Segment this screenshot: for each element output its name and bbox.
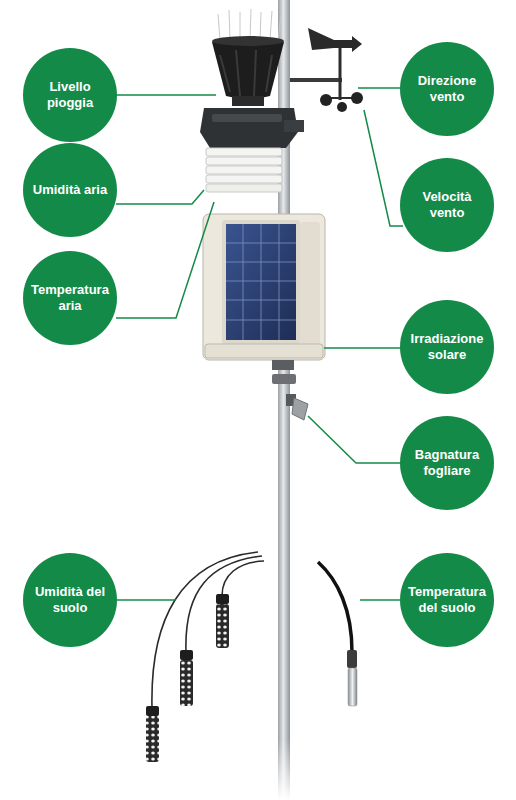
soil-temperature-probe <box>348 668 357 706</box>
sensor-bracket <box>200 108 298 148</box>
label-circle: Temperatura aria <box>23 251 117 345</box>
bird-spikes <box>218 9 281 40</box>
cell-line <box>226 281 296 282</box>
wind-vane <box>308 28 356 50</box>
soil-moisture-probe <box>180 660 193 706</box>
leader-line <box>360 599 401 601</box>
cell-line <box>279 224 280 340</box>
spike <box>218 14 220 40</box>
shield-plate <box>206 175 282 183</box>
rain-gauge-funnel <box>212 38 284 99</box>
shield-plate <box>206 148 282 156</box>
funnel-ribs <box>220 50 272 96</box>
vane-tip <box>352 36 362 52</box>
label-circle: Direzione vento <box>400 42 494 136</box>
anemometer-arm <box>290 78 342 82</box>
label-circle: Umidità del suolo <box>23 553 117 647</box>
label-circle: Livello pioggia <box>23 48 117 142</box>
label-circle: Velocità vento <box>400 158 494 252</box>
leaf-wetness-sensor <box>292 398 308 420</box>
spike <box>250 9 251 40</box>
leader-line <box>324 347 401 349</box>
panel-frame <box>222 220 300 344</box>
funnel-rim <box>212 36 284 46</box>
spike <box>278 15 281 40</box>
mast-fade <box>276 560 292 800</box>
bracket-clamp <box>284 120 304 132</box>
leader-line <box>116 599 176 601</box>
label-text: Umidità aria <box>29 182 111 198</box>
label-text: Direzione vento <box>406 73 488 104</box>
panel-cells <box>226 224 296 340</box>
spike <box>229 10 230 40</box>
label-text: Bagnatura fogliare <box>406 447 488 478</box>
label-circle: Umidità aria <box>23 143 117 237</box>
bracket-detail <box>212 114 282 122</box>
leader-line <box>358 87 401 89</box>
probe-cable <box>222 561 264 596</box>
mount-clamp <box>272 360 294 370</box>
leader-line <box>116 94 216 96</box>
cell-line <box>226 300 296 301</box>
label-circle: Irradiazione solare <box>400 300 494 394</box>
label-text: Livello pioggia <box>29 79 111 110</box>
enclosure-side <box>300 222 320 352</box>
probe-cap <box>146 706 159 716</box>
cell-line <box>226 320 296 321</box>
probe-cables <box>152 552 264 708</box>
anemometer-cup <box>351 92 363 104</box>
probe-cap <box>180 650 193 660</box>
solar-panel <box>226 224 296 340</box>
leader-line <box>116 202 214 318</box>
radiation-shield <box>206 148 282 192</box>
leader-lines <box>116 88 403 600</box>
spike <box>240 12 241 40</box>
leader-line <box>364 110 403 226</box>
leader-line <box>116 190 204 204</box>
spike <box>270 11 272 40</box>
pole-clamp <box>272 374 296 384</box>
leader-line <box>308 416 401 463</box>
anemometer-cup <box>337 102 347 112</box>
cell-line <box>226 243 296 244</box>
label-circle: Temperatura del suolo <box>400 553 494 647</box>
label-circle: Bagnatura fogliare <box>400 416 494 510</box>
funnel-neck <box>232 96 264 106</box>
spike <box>260 12 261 40</box>
temp-probe-cable <box>318 562 352 652</box>
anemometer-shaft <box>339 44 342 100</box>
shield-plate <box>206 157 282 165</box>
anemometer-cup <box>320 94 332 106</box>
label-text: Temperatura del suolo <box>406 584 488 615</box>
logger-enclosure <box>203 214 325 360</box>
probe-cable <box>186 556 262 652</box>
soil-moisture-probe <box>146 716 159 762</box>
shield-plate <box>206 166 282 174</box>
soil-moisture-probe <box>216 604 229 648</box>
label-text: Umidità del suolo <box>29 584 111 615</box>
enclosure-base <box>205 344 323 358</box>
temp-probe-sleeve <box>347 650 357 668</box>
label-text: Velocità vento <box>406 189 488 220</box>
label-text: Irradiazione solare <box>406 331 488 362</box>
cell-line <box>243 224 244 340</box>
probe-cap <box>216 594 229 604</box>
cell-line <box>226 262 296 263</box>
cell-line <box>261 224 262 340</box>
label-text: Temperatura aria <box>29 282 111 313</box>
shield-plate <box>206 184 282 192</box>
probe-cable <box>152 552 258 708</box>
